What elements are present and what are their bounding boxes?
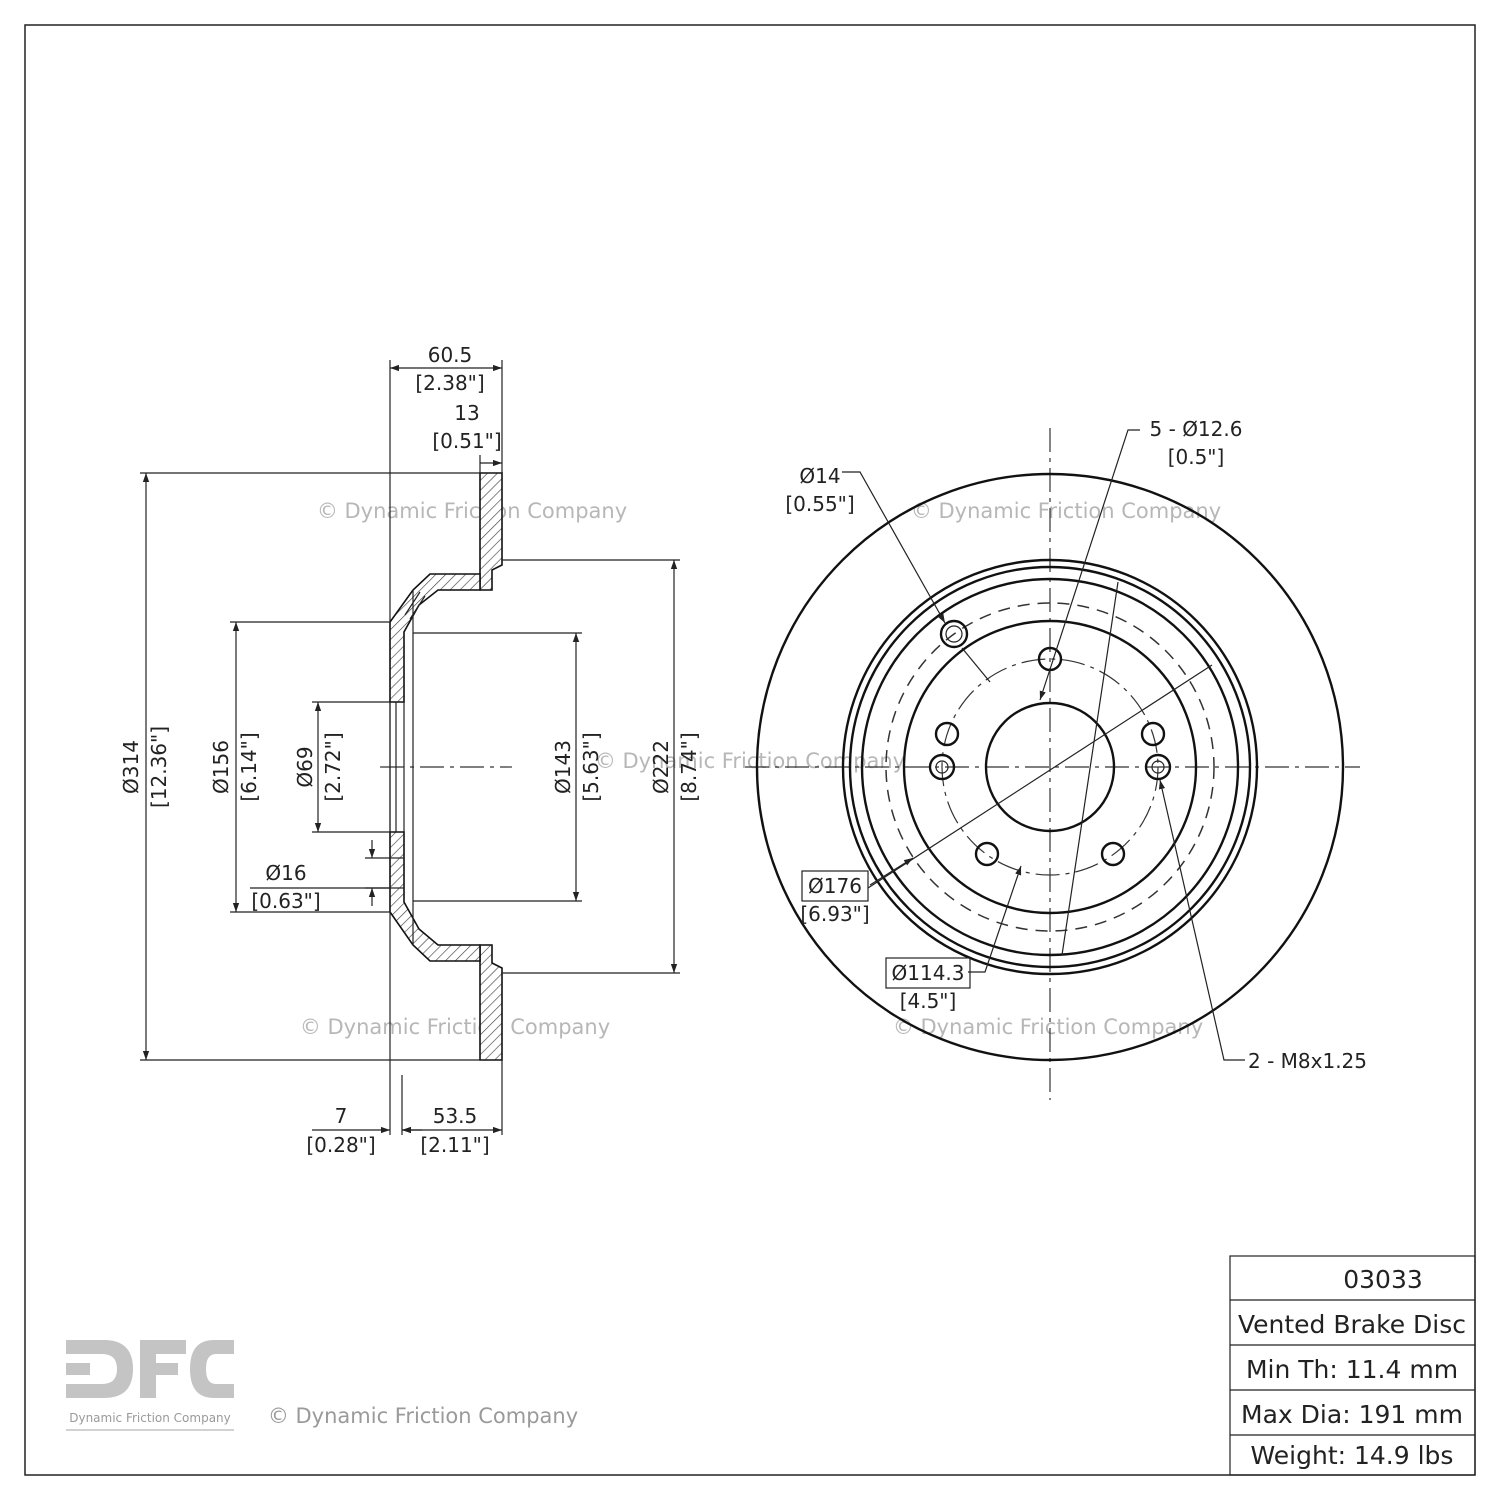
leader-pilot-hole-2	[961, 647, 991, 683]
pilot-hole-inner	[945, 625, 963, 643]
stud-hole	[974, 841, 1000, 867]
leader-bolt-circle	[968, 865, 1022, 973]
dim-hole-mm: Ø16	[265, 861, 306, 885]
rotor-outer-edge	[755, 472, 1345, 1062]
threaded-hole	[1144, 753, 1172, 781]
pilot-hole	[939, 619, 969, 649]
dim-hat-height-in: [2.11"]	[420, 1133, 489, 1157]
threaded-hole-core	[935, 760, 949, 774]
dim-hat-dia-mm: Ø156	[209, 740, 233, 794]
friction-ring-bottom	[479, 944, 503, 1061]
hat-circle-mm: Ø176	[808, 874, 862, 898]
dim-friction-dia-in: [8.74"]	[677, 732, 701, 801]
watermark: © Dynamic Friction Company	[595, 749, 905, 773]
hat-circle-in: [6.93"]	[800, 902, 869, 926]
leader-stud-holes	[1039, 429, 1140, 701]
threaded-hole	[928, 753, 956, 781]
dim-overall-width-in: [2.38"]	[415, 371, 484, 395]
vent-detail	[404, 591, 421, 616]
bolt-circle-mm: Ø114.3	[892, 961, 965, 985]
hat-outer-edge	[860, 577, 1240, 957]
hat-circle-label-box	[801, 870, 869, 902]
hat-circle-dashed	[885, 602, 1215, 932]
watermark-footer: © Dynamic Friction Company	[268, 1404, 578, 1428]
hat-face-edge	[902, 619, 1198, 915]
leader-pilot-hole	[842, 471, 946, 624]
stud-hole	[1100, 841, 1126, 867]
dim-face-mm: 7	[335, 1104, 348, 1128]
friction-inner-edge	[841, 558, 1259, 976]
pilot-hole-in: [0.55"]	[785, 492, 854, 516]
stud-hole	[934, 721, 960, 747]
watermark: © Dynamic Friction Company	[893, 1015, 1203, 1039]
part-number: 03033	[1343, 1265, 1423, 1294]
dim-thickness-in: [0.51"]	[432, 429, 501, 453]
dim-bore-in: [2.72"]	[321, 732, 345, 801]
logo-tagline: Dynamic Friction Company	[69, 1411, 231, 1425]
weight: Weight: 14.9 lbs	[1251, 1441, 1454, 1470]
stud-holes-in: [0.5"]	[1168, 445, 1225, 469]
leader-hat-circle-line	[867, 664, 1213, 889]
bolt-circle	[941, 658, 1159, 876]
dim-bore-mm: Ø69	[293, 746, 317, 787]
max-diameter: Max Dia: 191 mm	[1241, 1400, 1463, 1429]
dim-hat-height-mm: 53.5	[433, 1104, 478, 1128]
pilot-hole-mm: Ø14	[799, 464, 840, 488]
center-bore	[984, 701, 1116, 833]
dim-outer-dia-in: [12.36"]	[147, 726, 171, 808]
stud-holes-mm: 5 - Ø12.6	[1150, 417, 1243, 441]
bolt-circle-label-box	[885, 957, 971, 989]
drawing-frame	[24, 24, 1476, 1476]
title-block: 03033 Vented Brake Disc Min Th: 11.4 mm …	[1229, 1255, 1476, 1476]
side-section-view: 60.5 [2.38"] 13 [0.51"] Ø16 [0.63"] 7 [0…	[119, 343, 701, 1157]
dim-hat-dia-in: [6.14"]	[237, 732, 261, 801]
watermark: © Dynamic Friction Company	[911, 499, 1221, 523]
watermark: © Dynamic Friction Company	[317, 499, 627, 523]
leader-stud-holes-2	[1061, 581, 1119, 956]
dim-inner-dia-mm: Ø143	[551, 740, 575, 794]
thread-spec: 2 - M8x1.25	[1248, 1049, 1367, 1073]
stud-hole	[1140, 721, 1166, 747]
friction-ring-top	[479, 472, 503, 591]
hat-step-edge	[848, 565, 1252, 969]
vent-detail	[409, 595, 426, 620]
part-description: Vented Brake Disc	[1238, 1310, 1466, 1339]
dim-friction-dia-mm: Ø222	[649, 740, 673, 794]
dim-overall-width-mm: 60.5	[428, 343, 473, 367]
dim-face-in: [0.28"]	[306, 1133, 375, 1157]
min-thickness: Min Th: 11.4 mm	[1246, 1355, 1458, 1384]
dim-thickness-mm: 13	[454, 401, 479, 425]
leader-hat-circle	[869, 857, 914, 886]
dfc-logo: Dynamic Friction Company	[66, 1340, 234, 1431]
front-view: 5 - Ø12.6 [0.5"] Ø14 [0.55"] Ø176 [6.93"…	[745, 417, 1367, 1100]
leader-thread	[1158, 779, 1245, 1061]
watermark: © Dynamic Friction Company	[300, 1015, 610, 1039]
dim-hole-in: [0.63"]	[251, 889, 320, 913]
threaded-hole-core	[1151, 760, 1165, 774]
dim-outer-dia-mm: Ø314	[119, 740, 143, 794]
dim-inner-dia-in: [5.63"]	[579, 732, 603, 801]
bolt-circle-in: [4.5"]	[900, 989, 957, 1013]
